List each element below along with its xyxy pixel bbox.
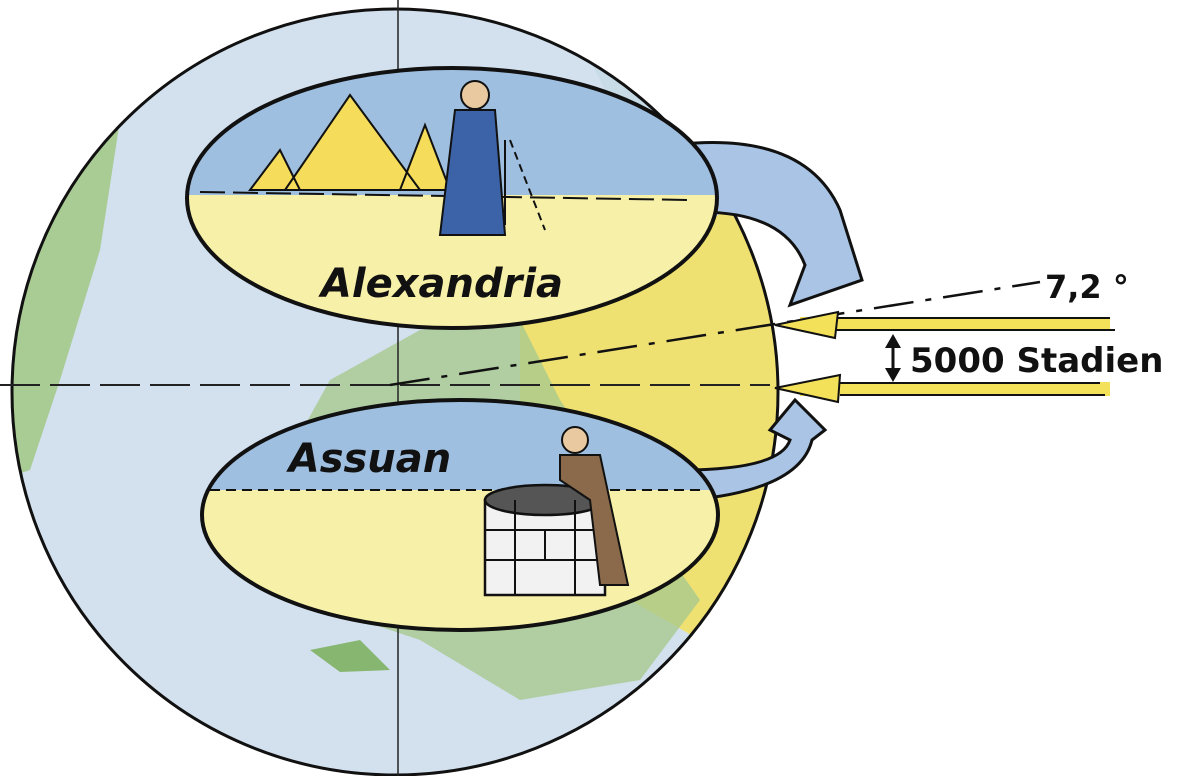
arrowhead-lower	[774, 373, 842, 404]
assuan-label: Assuan	[286, 436, 452, 482]
alexandria-label: Alexandria	[318, 261, 563, 307]
sun-ray-lower	[774, 373, 1110, 404]
well	[483, 483, 607, 597]
island	[310, 640, 390, 672]
observer-figure	[559, 426, 630, 586]
distance-label: 5000 Stadien	[910, 341, 1163, 381]
angle-dashed-line	[389, 280, 1041, 387]
sun-ray-upper	[774, 310, 1115, 340]
angle-label: 7,2 °	[1045, 268, 1129, 306]
pyramids	[248, 93, 452, 191]
distance-double-arrow	[885, 334, 901, 382]
eratosthenes-figure	[438, 80, 546, 236]
assuan-curved-arrow	[677, 397, 828, 502]
arrowhead-upper	[774, 310, 840, 340]
